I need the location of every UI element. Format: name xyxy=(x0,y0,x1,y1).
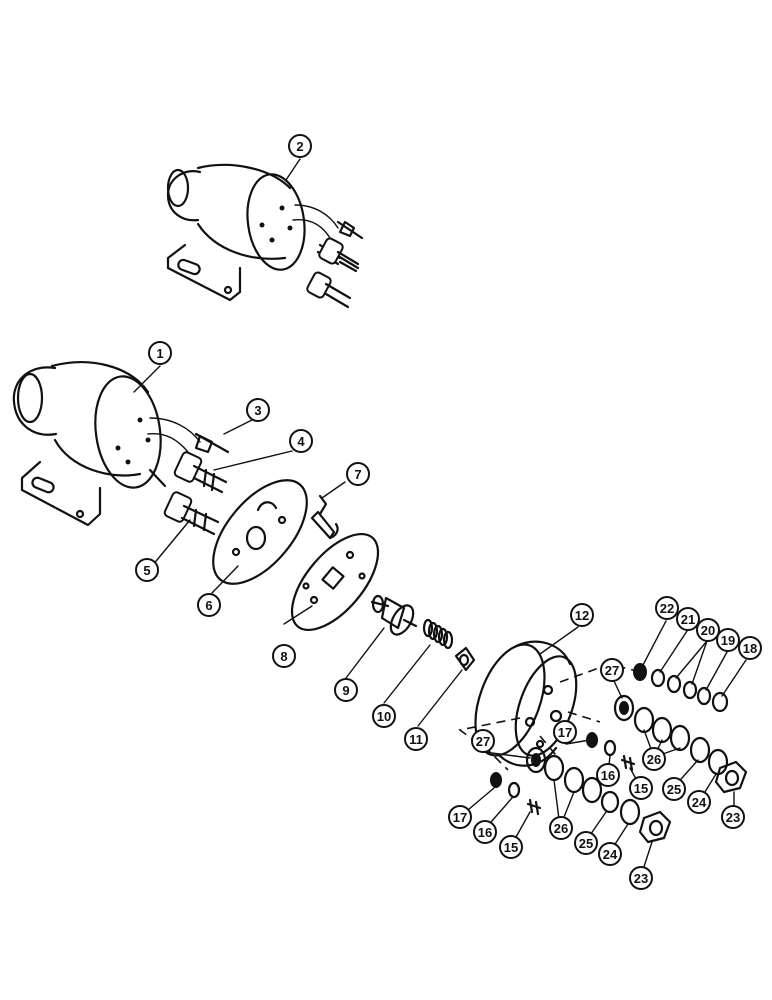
hardware-lower xyxy=(490,746,672,844)
svg-text:15: 15 xyxy=(504,840,518,855)
callout-16-lower: 16 xyxy=(473,820,497,844)
svg-text:24: 24 xyxy=(603,847,618,862)
retainer-part-11 xyxy=(454,646,476,672)
callout-11: 11 xyxy=(404,727,428,751)
svg-text:16: 16 xyxy=(601,768,615,783)
svg-text:23: 23 xyxy=(726,810,740,825)
callout-15-upper: 15 xyxy=(629,776,653,800)
clip-part-7 xyxy=(310,494,339,540)
svg-text:3: 3 xyxy=(254,403,261,418)
callout-25-upper: 25 xyxy=(662,777,686,801)
svg-text:15: 15 xyxy=(634,781,648,796)
svg-text:12: 12 xyxy=(575,608,589,623)
spring-part-10 xyxy=(422,618,454,650)
callout-9: 9 xyxy=(334,678,358,702)
plate-part-8 xyxy=(290,532,380,632)
callout-23-upper: 23 xyxy=(721,805,745,829)
svg-text:9: 9 xyxy=(342,683,349,698)
callout-12: 12 xyxy=(570,603,594,627)
callout-6: 6 xyxy=(197,593,221,617)
svg-text:26: 26 xyxy=(554,821,568,836)
callout-8: 8 xyxy=(272,644,296,668)
callout-19: 19 xyxy=(716,628,740,652)
svg-text:21: 21 xyxy=(681,612,695,627)
svg-text:20: 20 xyxy=(701,623,715,638)
callout-17-lower: 17 xyxy=(448,805,472,829)
svg-text:7: 7 xyxy=(354,467,361,482)
solenoid-main xyxy=(12,361,230,536)
callout-2: 2 xyxy=(288,134,312,158)
callout-16-upper: 16 xyxy=(596,763,620,787)
callout-18: 18 xyxy=(738,636,762,660)
svg-text:6: 6 xyxy=(205,598,212,613)
svg-text:19: 19 xyxy=(721,633,735,648)
callout-3: 3 xyxy=(246,398,270,422)
callout-27-upper: 27 xyxy=(600,658,624,682)
svg-text:4: 4 xyxy=(297,434,305,449)
callout-26-upper: 26 xyxy=(642,747,666,771)
callout-5: 5 xyxy=(135,558,159,582)
svg-text:10: 10 xyxy=(377,709,391,724)
svg-text:16: 16 xyxy=(478,825,492,840)
svg-text:27: 27 xyxy=(476,734,490,749)
svg-text:25: 25 xyxy=(579,836,593,851)
svg-text:5: 5 xyxy=(143,563,150,578)
callout-25-lower: 25 xyxy=(574,831,598,855)
callout-24-upper: 24 xyxy=(687,790,711,814)
callout-17-upper: 17 xyxy=(553,720,577,744)
svg-text:27: 27 xyxy=(605,663,619,678)
hardware-upper xyxy=(586,663,748,794)
svg-text:17: 17 xyxy=(453,810,467,825)
svg-text:8: 8 xyxy=(280,649,287,664)
callout-23-lower: 23 xyxy=(629,866,653,890)
callout-7: 7 xyxy=(346,462,370,486)
disc-part-6 xyxy=(212,479,308,585)
callout-15-lower: 15 xyxy=(499,835,523,859)
callout-20: 20 xyxy=(696,618,720,642)
svg-text:18: 18 xyxy=(743,641,757,656)
svg-text:17: 17 xyxy=(558,725,572,740)
svg-text:24: 24 xyxy=(692,795,707,810)
svg-text:22: 22 xyxy=(660,601,674,616)
svg-text:25: 25 xyxy=(667,782,681,797)
callout-4: 4 xyxy=(289,429,313,453)
callout-22: 22 xyxy=(655,596,679,620)
callout-21: 21 xyxy=(676,607,700,631)
svg-text:23: 23 xyxy=(634,871,648,886)
svg-text:1: 1 xyxy=(156,346,163,361)
callout-26-lower: 26 xyxy=(549,816,573,840)
callout-1: 1 xyxy=(148,341,172,365)
svg-text:11: 11 xyxy=(409,732,423,747)
solenoid-upper xyxy=(166,163,364,309)
callout-24-lower: 24 xyxy=(598,842,622,866)
svg-text:2: 2 xyxy=(296,139,303,154)
callout-27-lower: 27 xyxy=(471,729,495,753)
plunger-part-9 xyxy=(370,594,418,636)
callout-10: 10 xyxy=(372,704,396,728)
svg-text:26: 26 xyxy=(647,752,661,767)
